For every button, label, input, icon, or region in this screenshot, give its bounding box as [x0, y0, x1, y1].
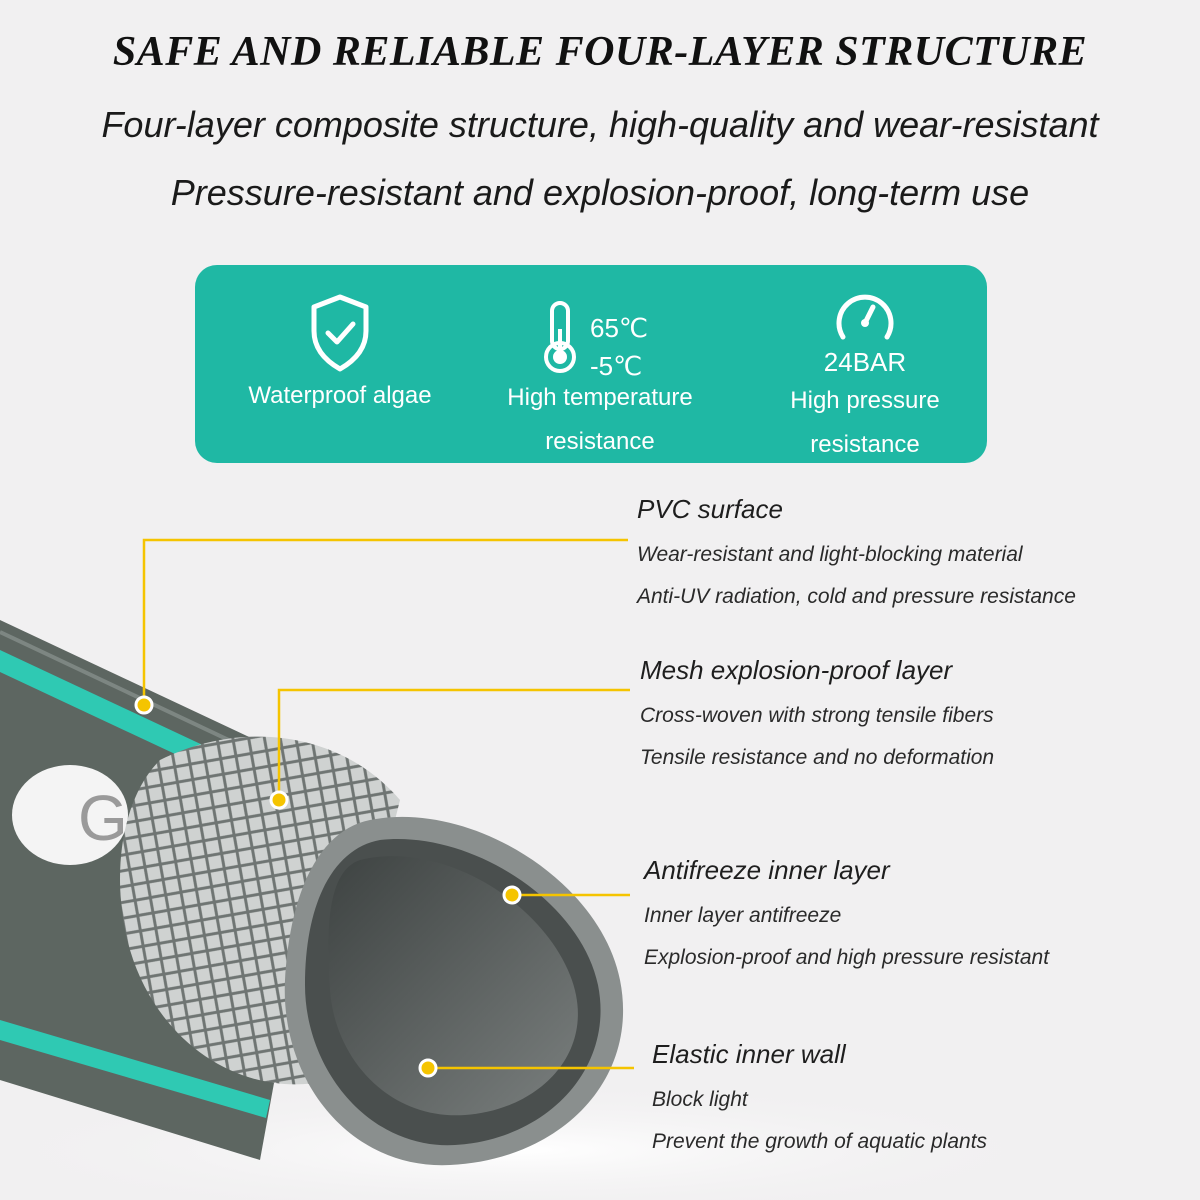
- callout-mesh-line-2: Tensile resistance and no deformation: [640, 746, 995, 769]
- feature-pressure: 24BAR High pressure resistance: [755, 289, 975, 468]
- hose-cross-section-illustration: G: [0, 538, 1080, 1200]
- callout-dot-antifreeze: [502, 885, 522, 905]
- callout-dot-inner-wall: [418, 1058, 438, 1078]
- feature-panel: Waterproof algae High temperature resist…: [195, 265, 987, 463]
- callout-antifreeze-layer: Antifreeze inner layer Inner layer antif…: [644, 855, 1049, 970]
- temperature-min: -5℃: [590, 351, 643, 381]
- callout-inner-wall-line-1: Block light: [652, 1088, 748, 1111]
- hose-teal-stripe-bottom: [0, 1020, 270, 1118]
- subtitle-pressure: Pressure-resistant and explosion-proof, …: [170, 172, 1030, 213]
- callout-dot-pvc: [134, 695, 154, 715]
- callout-antifreeze-line-2: Explosion-proof and high pressure resist…: [644, 946, 1050, 969]
- temperature-max: 65℃: [590, 313, 649, 343]
- callout-pvc-surface: PVC surface Wear-resistant and light-blo…: [637, 494, 1076, 609]
- callout-inner-wall-line-2: Prevent the growth of aquatic plants: [652, 1130, 988, 1153]
- pressure-value: 24BAR: [823, 347, 907, 377]
- callout-inner-wall: Elastic inner wall Block light Prevent t…: [652, 1039, 987, 1154]
- callout-mesh-line-1: Cross-woven with strong tensile fibers: [640, 704, 994, 727]
- callout-pvc-line-2: Anti-UV radiation, cold and pressure res…: [637, 585, 1076, 608]
- subtitle-structure: Four-layer composite structure, high-qua…: [101, 104, 1099, 145]
- hose-logo-badge: [12, 765, 128, 865]
- feature-temperature-label-1: High temperature: [507, 384, 693, 411]
- callout-antifreeze-title: Antifreeze inner layer: [644, 855, 890, 885]
- callout-mesh-title: Mesh explosion-proof layer: [640, 655, 953, 685]
- page-title: SAFE AND RELIABLE FOUR-LAYER STRUCTURE: [112, 29, 1088, 75]
- feature-pressure-label-2: resistance: [810, 431, 920, 458]
- feature-temperature: High temperature resistance: [475, 299, 725, 465]
- callout-dot-mesh: [269, 790, 289, 810]
- callout-inner-wall-title: Elastic inner wall: [652, 1039, 846, 1069]
- thermometer-icon: [544, 301, 576, 373]
- feature-waterproof: Waterproof algae: [225, 293, 455, 419]
- callout-pvc-title: PVC surface: [637, 494, 783, 524]
- shield-check-icon: [311, 294, 369, 372]
- callout-antifreeze-line-1: Inner layer antifreeze: [644, 904, 842, 927]
- callout-pvc-line-1: Wear-resistant and light-blocking materi…: [637, 543, 1023, 566]
- feature-pressure-label-1: High pressure: [790, 387, 940, 414]
- feature-temperature-label-2: resistance: [545, 428, 655, 455]
- hose-logo-letter: G: [78, 782, 128, 854]
- gauge-icon: [836, 294, 894, 340]
- feature-waterproof-label: Waterproof algae: [248, 382, 432, 409]
- callout-mesh-layer: Mesh explosion-proof layer Cross-woven w…: [640, 655, 994, 770]
- temperature-range: 65℃ -5℃: [590, 309, 648, 385]
